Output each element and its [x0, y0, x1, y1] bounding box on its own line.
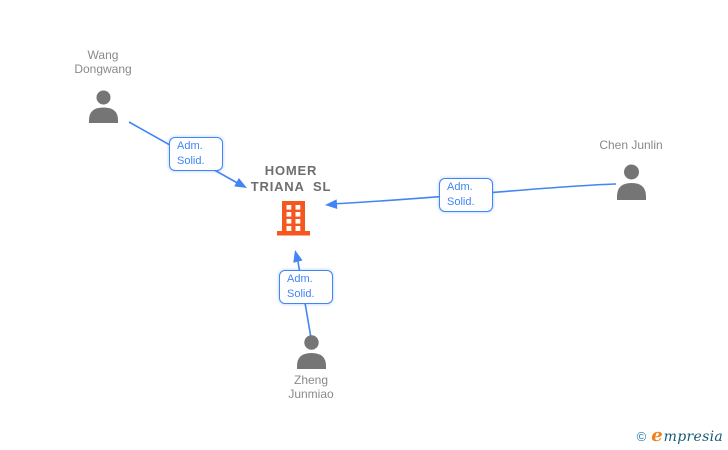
brand-letter-e: e	[651, 425, 663, 446]
edge-label-adm-solid[interactable]: Adm. Solid.	[439, 178, 493, 212]
edge-label-adm-solid[interactable]: Adm. Solid.	[279, 270, 333, 304]
edge-label-adm-solid[interactable]: Adm. Solid.	[169, 137, 223, 171]
company-label: HOMER TRIANA SL	[250, 163, 332, 194]
person-label-zheng-junmiao: Zheng Junmiao	[288, 373, 334, 401]
copyright-icon: ©	[636, 429, 647, 444]
building-icon[interactable]	[275, 199, 312, 242]
person-icon[interactable]	[87, 89, 120, 128]
empresia-logo[interactable]: © e mpresia	[637, 425, 723, 446]
person-label-wang-dongwang: Wang Dongwang	[74, 48, 132, 76]
person-label-chen-junlin: Chen Junlin	[599, 138, 663, 152]
brand-name: mpresia	[663, 429, 723, 445]
edge-arrowhead-icon	[325, 199, 338, 209]
person-icon[interactable]	[295, 334, 328, 374]
edge-arrowhead-icon	[234, 177, 247, 188]
relationship-edge	[330, 183, 617, 205]
edge-arrowhead-icon	[293, 250, 303, 263]
person-icon[interactable]	[615, 163, 648, 205]
